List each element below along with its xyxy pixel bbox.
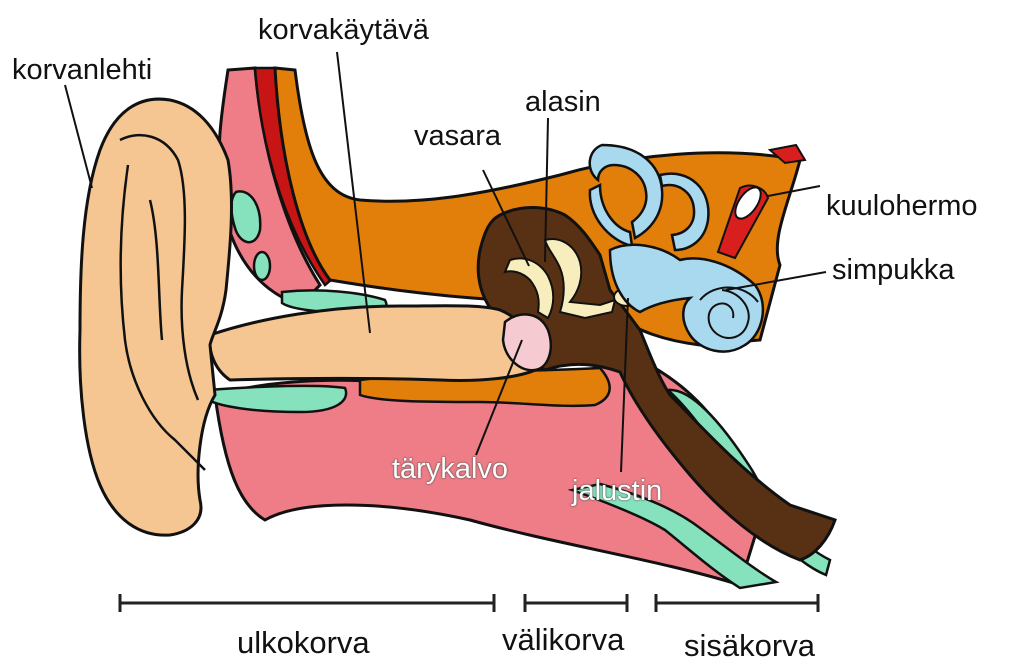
section-label-ulkokorva: ulkokorva (237, 627, 370, 658)
auricle (80, 99, 232, 535)
label-simpukka: simpukka (832, 256, 955, 285)
label-jalustin: jalustin (572, 477, 662, 506)
section-label-sisakorva: sisäkorva (684, 630, 815, 661)
label-korvakaytava: korvakäytävä (258, 16, 429, 45)
section-label-valikorva: välikorva (502, 624, 624, 655)
label-vasara: vasara (414, 122, 501, 151)
section-brackets (120, 594, 818, 612)
ear-canal (210, 306, 540, 381)
label-korvanlehti: korvanlehti (12, 56, 152, 85)
label-tarykalvo: tärykalvo (392, 455, 508, 484)
label-alasin: alasin (525, 88, 601, 117)
label-kuulohermo: kuulohermo (826, 192, 978, 221)
